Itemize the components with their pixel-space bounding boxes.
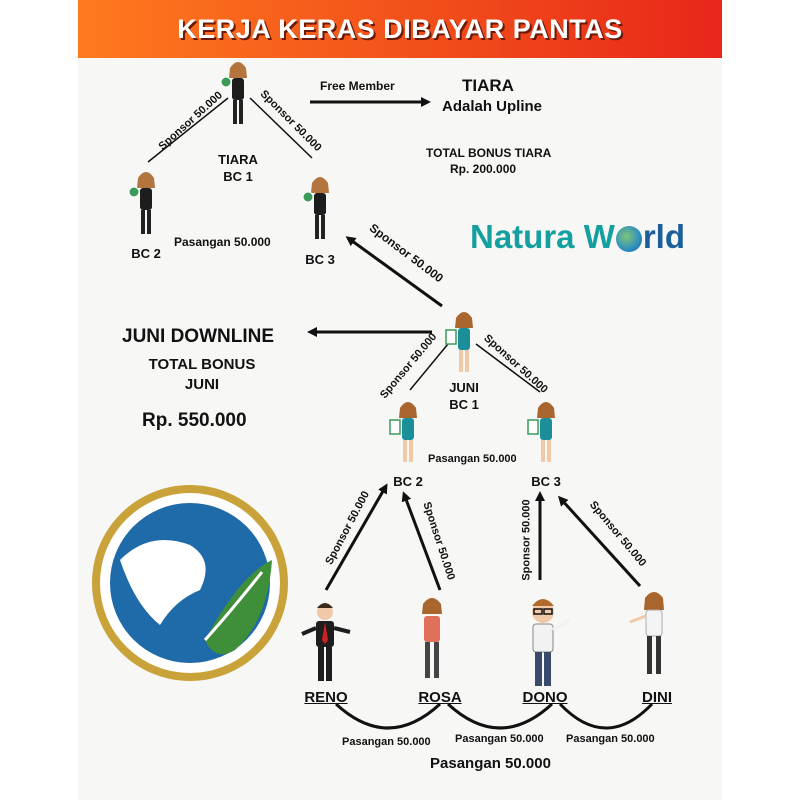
juni-line-right [475, 343, 541, 393]
rosa-sponsor-arrow [401, 491, 442, 591]
brand-name-left: Natura W [470, 218, 615, 255]
tiara-right-code: BC 3 [305, 252, 335, 267]
juni-downline-title: JUNI DOWNLINE [122, 326, 274, 347]
juni-line-left [409, 343, 449, 391]
pair-label-rosa-dono: Pasangan 50.000 [455, 733, 544, 745]
tiara-line-right [249, 97, 313, 159]
pair-curve-reno-rosa [334, 702, 442, 730]
juni-pair-label: Pasangan 50.000 [428, 453, 517, 465]
banner-title: KERJA KERAS DIBAYAR PANTAS [177, 13, 623, 44]
juni-bonus-label-2: JUNI [184, 376, 220, 393]
tiara-top-name: TIARA [218, 152, 258, 167]
juni-bc3-figure [527, 401, 556, 463]
pair-label-reno-rosa: Pasangan 50.000 [342, 736, 431, 748]
tiara-bc3-figure [302, 176, 330, 240]
dini-figure [629, 592, 664, 674]
tiara-bc2-figure [128, 171, 156, 235]
rosa-figure [422, 598, 442, 678]
juni-right-code: BC 3 [531, 474, 561, 489]
member-dono: DONO [522, 689, 568, 706]
natura-world-logo [92, 485, 288, 681]
member-dini: DINI [642, 689, 672, 706]
dono-sponsor-label: Sponsor 50.000 [520, 499, 533, 581]
reno-sponsor-arrow [324, 483, 388, 591]
pair-total-label: Pasangan 50.000 [430, 755, 551, 772]
juni-left-code: BC 2 [393, 474, 423, 489]
brand-name-right: rld [642, 218, 686, 255]
upline-role: Adalah Upline [442, 98, 543, 115]
tiara-bonus-label: TOTAL BONUS TIARA [426, 146, 552, 160]
pair-label-dono-dini: Pasangan 50.000 [566, 733, 655, 745]
tiara-bonus-amount: Rp. 200.000 [450, 162, 517, 176]
juni-figure [445, 311, 474, 373]
globe-icon [615, 226, 642, 252]
tiara-figure [220, 61, 248, 125]
member-reno: RENO [304, 689, 348, 706]
dono-figure [532, 599, 572, 686]
free-member-label: Free Member [320, 79, 395, 93]
tiara-top-code: BC 1 [223, 169, 253, 184]
pair-curve-dono-dini [558, 702, 654, 730]
member-rosa: ROSA [418, 689, 462, 706]
juni-top-name: JUNI [449, 380, 479, 395]
title-banner: KERJA KERAS DIBAYAR PANTAS [78, 0, 722, 58]
juni-bc2-figure [389, 401, 418, 463]
juni-to-tiara-arrow [345, 236, 443, 308]
tiara-line-left [147, 97, 229, 163]
dini-sponsor-arrow [557, 495, 642, 588]
brand-name: Natura W rld [470, 218, 685, 256]
juni-top-code: BC 1 [449, 397, 479, 412]
reno-figure [301, 603, 351, 681]
juni-bonus-label-1: TOTAL BONUS [148, 356, 256, 373]
pair-curve-rosa-dono [446, 702, 554, 730]
juni-bonus-amount: Rp. 550.000 [142, 410, 247, 431]
tiara-pair-label: Pasangan 50.000 [174, 235, 271, 249]
tiara-left-code: BC 2 [131, 246, 161, 261]
upline-name: TIARA [462, 76, 514, 95]
